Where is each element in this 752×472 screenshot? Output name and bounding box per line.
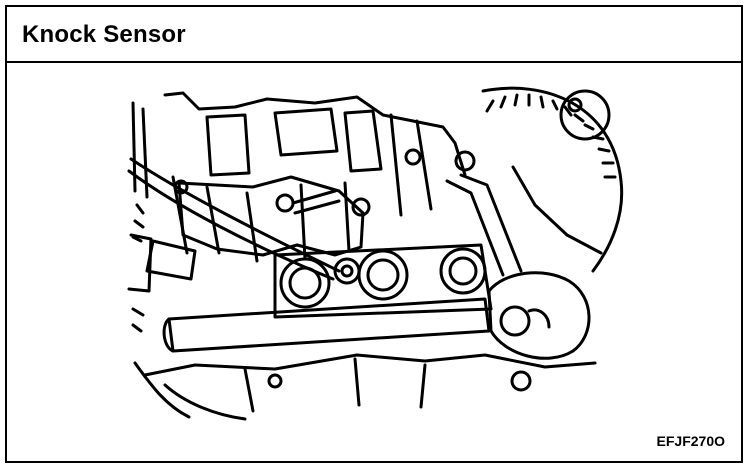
cylinder-boss xyxy=(279,257,331,309)
strap-bolt xyxy=(454,150,476,172)
lower-left-structure xyxy=(133,361,247,421)
flywheel-bolt xyxy=(567,97,583,113)
bracket-bolt xyxy=(351,197,371,217)
cylinder-boss xyxy=(439,247,487,295)
engine-block-panel xyxy=(273,107,339,157)
document-frame: Knock Sensor xyxy=(5,5,743,463)
cylinder-boss xyxy=(357,249,409,301)
flywheel-hub xyxy=(559,89,611,141)
support-strap xyxy=(459,173,523,273)
cylinder-boss xyxy=(448,256,478,286)
sensor-wire xyxy=(129,157,341,273)
knock-sensor-illustration xyxy=(127,86,624,421)
sensor-wire xyxy=(127,169,335,281)
wrench-socket-face xyxy=(527,308,551,329)
cylinder-boss xyxy=(366,258,400,292)
lower-housing xyxy=(143,353,597,377)
left-gear-edge xyxy=(131,203,145,333)
engine-block-panel xyxy=(343,109,383,173)
wire-connector xyxy=(127,233,153,293)
page-title: Knock Sensor xyxy=(22,21,186,48)
figure-code: EFJF270O xyxy=(656,433,725,449)
bracket-bolt xyxy=(404,148,422,166)
support-strap xyxy=(445,179,505,277)
flywheel-rim xyxy=(481,86,624,273)
title-bar: Knock Sensor xyxy=(7,7,741,63)
flywheel-teeth xyxy=(485,93,617,179)
engine-block-panel xyxy=(205,113,251,177)
engine-block-rib xyxy=(131,101,433,217)
lower-bolt xyxy=(267,373,283,389)
knock-sensor-center xyxy=(340,264,354,278)
engine-block-outline xyxy=(163,91,467,177)
bracket-bolt xyxy=(275,193,295,213)
extension-bar-end xyxy=(162,317,175,353)
flywheel-arm xyxy=(511,165,603,255)
lower-bolt xyxy=(510,370,532,392)
extension-bar xyxy=(167,297,491,353)
bracket-slot xyxy=(291,189,341,215)
wrench-socket xyxy=(487,271,591,360)
lower-housing xyxy=(243,357,427,413)
knock-sensor-body xyxy=(333,257,361,285)
wrench-socket-end xyxy=(499,305,531,337)
wire-connector xyxy=(145,239,197,281)
